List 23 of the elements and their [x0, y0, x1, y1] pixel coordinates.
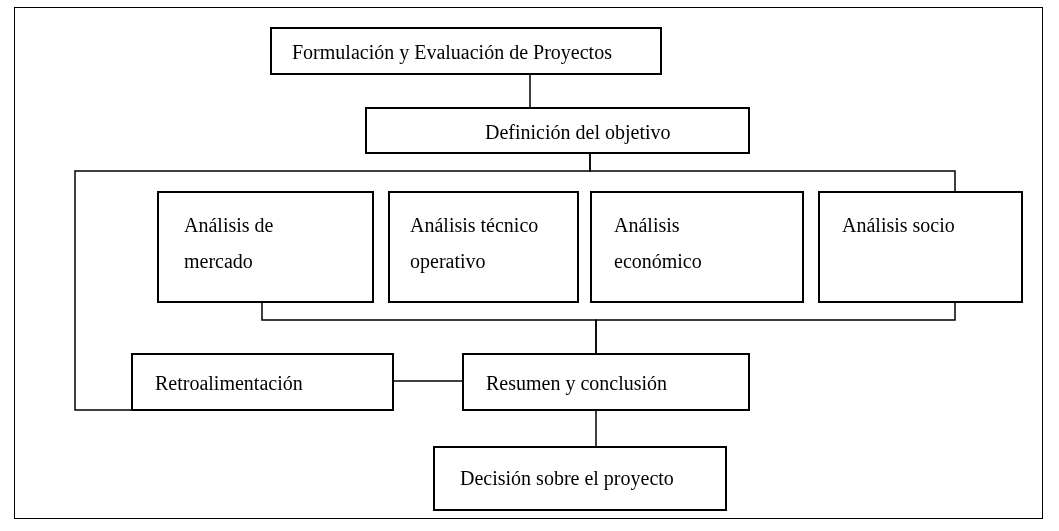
- process-box: [365, 107, 750, 154]
- connector-line: [595, 410, 597, 447]
- process-box: [131, 353, 394, 411]
- box-label: Definición del objetivo: [485, 120, 671, 146]
- box-label: Análisis económico: [614, 213, 703, 274]
- process-box: [388, 191, 579, 303]
- box-label: Resumen y conclusión: [486, 371, 668, 397]
- connector-line: [393, 380, 463, 382]
- box-label: Retroalimentación: [155, 371, 303, 396]
- connector-line: [595, 302, 956, 354]
- process-box: [590, 191, 804, 303]
- process-box: [270, 27, 662, 75]
- process-box: [157, 191, 374, 303]
- process-box: [818, 191, 1023, 303]
- connector-line: [74, 153, 591, 411]
- box-label: Análisis socio: [842, 213, 956, 238]
- box-label: Análisis de mercado: [184, 213, 275, 274]
- box-label: Formulación y Evaluación de Proyectos: [292, 40, 612, 66]
- process-box: [462, 353, 750, 411]
- process-box: [433, 446, 727, 511]
- box-label: Decisión sobre el proyecto: [460, 466, 674, 492]
- box-label: Análisis técnico operativo: [410, 213, 540, 275]
- connector-line: [529, 74, 531, 108]
